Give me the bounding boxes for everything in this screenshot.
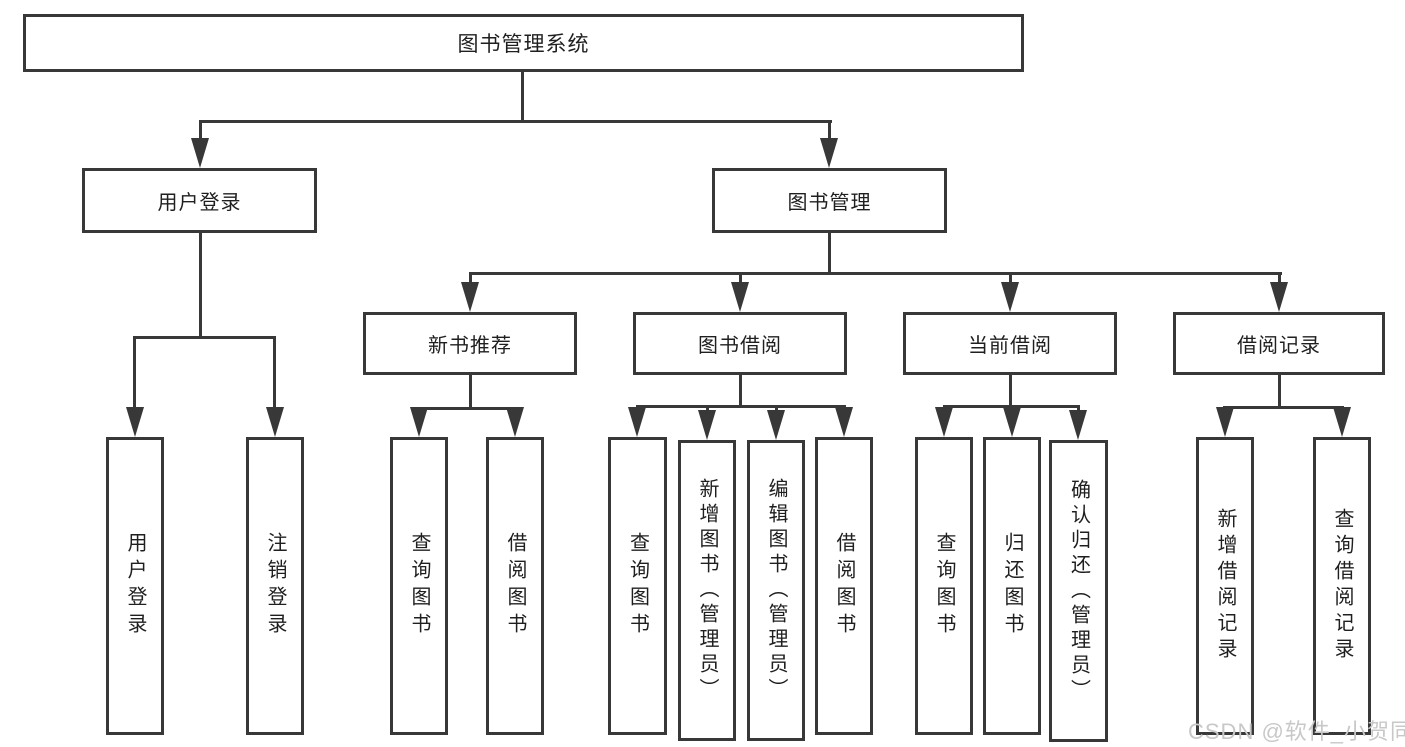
connector-line [1223,406,1344,409]
leaf-records-add-record: 新增借阅记录 [1196,437,1254,735]
connector-line [636,405,846,408]
connector-line [469,272,1282,275]
leaf-borrow-edit-books-admin: 编辑图书（管理员） [747,440,805,741]
arrow-down-icon [1333,407,1351,437]
leaf-user-login: 用户登录 [106,437,164,735]
node-current-borrow: 当前借阅 [903,312,1117,375]
node-user-login: 用户登录 [82,168,317,233]
connector-line [273,336,276,411]
connector-line [739,375,742,405]
arrow-down-icon [767,410,785,440]
arrow-down-icon [731,282,749,312]
connector-line [418,407,517,410]
arrow-down-icon [835,407,853,437]
arrow-down-icon [1270,282,1288,312]
leaf-newbook-borrow-books: 借阅图书 [486,437,544,735]
leaf-current-confirm-return-admin: 确认归还（管理员） [1049,440,1108,742]
leaf-borrow-query-books: 查询图书 [608,437,667,735]
arrow-down-icon [820,138,838,168]
arrow-down-icon [698,410,716,440]
connector-line [1278,375,1281,406]
arrow-down-icon [1216,407,1234,437]
connector-line [521,72,524,120]
leaf-current-query-books: 查询图书 [915,437,973,735]
node-new-book-recommend: 新书推荐 [363,312,577,375]
connector-line [739,272,742,286]
connector-line [133,336,276,339]
arrow-down-icon [410,407,428,437]
arrow-down-icon [935,407,953,437]
node-book-borrow: 图书借阅 [633,312,847,375]
connector-line [199,120,202,148]
node-book-management: 图书管理 [712,168,947,233]
arrow-down-icon [191,138,209,168]
node-borrow-records: 借阅记录 [1173,312,1385,375]
connector-line [199,120,832,123]
watermark: CSDN @软件_小贺同学 [1188,719,1405,744]
arrow-down-icon [506,407,524,437]
leaf-newbook-query-books: 查询图书 [390,437,448,735]
connector-line [469,375,472,407]
node-root-system: 图书管理系统 [23,14,1024,72]
arrow-down-icon [1069,410,1087,440]
connector-line [133,336,136,411]
arrow-down-icon [1003,407,1021,437]
leaf-borrow-add-books-admin: 新增图书（管理员） [678,440,736,741]
arrow-down-icon [628,407,646,437]
connector-line [1278,272,1281,286]
connector-line [828,120,831,148]
connector-line [469,272,472,286]
leaf-logout: 注销登录 [246,437,304,735]
arrow-down-icon [461,282,479,312]
arrow-down-icon [126,407,144,437]
connector-line [1009,272,1012,286]
arrow-down-icon [266,407,284,437]
leaf-records-query-record: 查询借阅记录 [1313,437,1371,735]
leaf-current-return-books: 归还图书 [983,437,1041,735]
arrow-down-icon [1001,282,1019,312]
leaf-borrow-borrow-books: 借阅图书 [815,437,873,735]
connector-line [199,233,202,336]
connector-line [1009,375,1012,405]
connector-line [828,233,831,272]
